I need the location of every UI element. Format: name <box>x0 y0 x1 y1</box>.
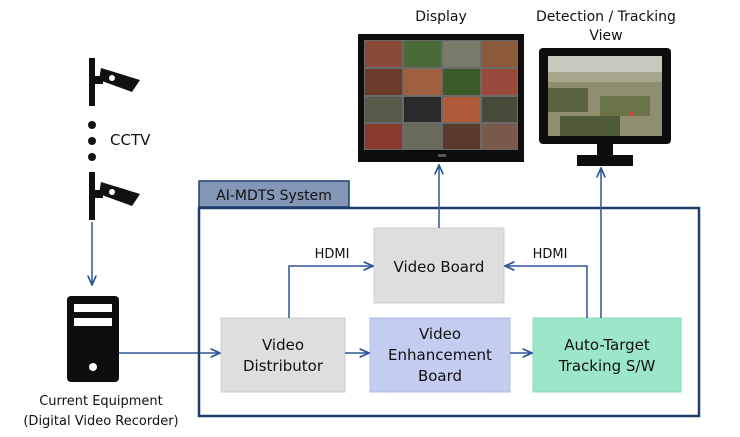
system-container <box>197 206 701 418</box>
video-distributor-label-line2: Distributor <box>243 357 324 375</box>
hdmi-right-label: HDMI <box>533 247 568 262</box>
dvr-server-icon <box>67 296 119 382</box>
detection-view-label-line2: View <box>589 28 622 44</box>
detection-view-label-line1: Detection / Tracking <box>536 9 676 25</box>
current-equipment-label-line1: Current Equipment <box>39 394 163 409</box>
cctv-label: CCTV <box>110 131 151 149</box>
tracking-to-videoboard-arrow <box>505 266 588 318</box>
display-label: Display <box>415 9 467 25</box>
video-board-box <box>373 227 505 304</box>
auto-target-tracking-box <box>532 317 682 393</box>
video-enhancement-label-line2: Enhancement <box>388 346 492 364</box>
ellipsis-dots-icon <box>88 121 96 161</box>
video-distributor-box <box>220 317 346 393</box>
auto-target-label-line1: Auto-Target <box>564 336 650 354</box>
video-enhancement-box <box>369 317 511 393</box>
video-enhancement-label-line1: Video <box>419 325 461 343</box>
cctv-camera-top-icon <box>89 58 140 106</box>
display-monitor-icon <box>358 34 524 162</box>
hdmi-left-label: HDMI <box>315 247 350 262</box>
system-title-badge <box>198 180 350 208</box>
cctv-camera-bottom-icon <box>89 172 140 220</box>
auto-target-label-line2: Tracking S/W <box>558 357 656 375</box>
distributor-to-videoboard-arrow <box>288 266 373 318</box>
system-title: AI-MDTS System <box>216 188 332 204</box>
video-board-label: Video Board <box>394 258 485 276</box>
video-distributor-label-line1: Video <box>262 336 304 354</box>
current-equipment-label-line2: (Digital Video Recorder) <box>23 414 178 429</box>
tracking-monitor-icon <box>539 48 671 166</box>
video-enhancement-label-line3: Board <box>418 367 462 385</box>
cctv-grid-icon <box>365 41 517 149</box>
